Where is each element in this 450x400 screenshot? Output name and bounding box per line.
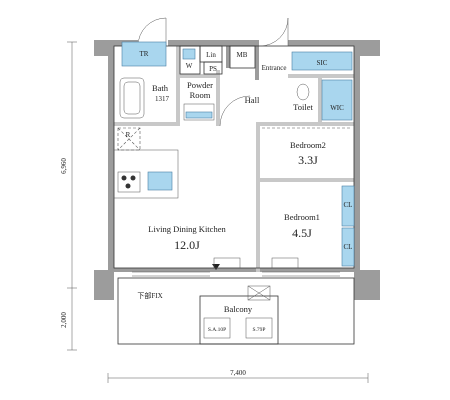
ps-label: PS — [209, 65, 217, 73]
toilet-label: Toilet — [293, 102, 313, 112]
washbasin — [183, 103, 215, 121]
dimension-lines — [67, 41, 369, 383]
tr-storage — [121, 41, 167, 67]
lin-label: Lin — [206, 51, 216, 59]
dimension-height-lower: 2,000 — [60, 312, 68, 328]
entrance-label: Entrance — [262, 64, 287, 72]
closet-top-label: CL — [344, 201, 353, 209]
unit-right-label: S.79P — [253, 327, 266, 333]
bedroom2-label: Bedroom2 — [290, 140, 326, 150]
w-box — [182, 48, 196, 60]
top-doors — [137, 17, 289, 47]
unit-left-label: S.A.10P — [208, 327, 226, 333]
closet-bottom-label: CL — [344, 243, 353, 251]
ldk-label: Living Dining Kitchen — [148, 224, 226, 234]
w-label: W — [186, 62, 193, 70]
bedroom2-size: 3.3J — [298, 153, 318, 167]
closet-bottom — [341, 227, 355, 267]
window-sashes — [132, 257, 340, 277]
balcony-label: Balcony — [224, 304, 253, 314]
ac-unit-right — [245, 317, 273, 339]
wic-label: WIC — [330, 104, 344, 112]
bath-size: 1317 — [155, 95, 170, 103]
mb-label: MB — [237, 51, 248, 59]
wic-storage — [321, 79, 353, 121]
toilet-icon — [296, 83, 310, 101]
stove-icon — [117, 171, 141, 193]
hall-label: Hall — [245, 95, 260, 105]
sic-label: SIC — [317, 59, 328, 67]
sink-icon — [147, 171, 173, 191]
outer-walls — [94, 40, 380, 300]
bedroom1-size: 4.5J — [292, 226, 312, 240]
closet-top — [341, 185, 355, 227]
ldk-size: 12.0J — [174, 238, 200, 252]
fix-label: 下部FIX — [137, 291, 162, 300]
dimension-height-upper: 6,960 — [60, 158, 68, 174]
powder-label: Powder — [187, 80, 213, 90]
floor-hatch — [247, 285, 271, 301]
kitchen-counter — [113, 149, 179, 199]
dimension-width: 7,400 — [230, 369, 246, 377]
bath-label: Bath — [152, 83, 169, 93]
sic-storage — [291, 51, 353, 71]
bathtub — [119, 77, 145, 119]
balcony — [117, 277, 355, 345]
tr-label: TR — [140, 50, 149, 58]
ac-unit-left — [203, 317, 231, 339]
r-label: R — [126, 131, 131, 139]
bedroom1-label: Bedroom1 — [284, 212, 320, 222]
powder-room-label: Room — [190, 90, 211, 100]
interior-walls — [114, 46, 354, 272]
